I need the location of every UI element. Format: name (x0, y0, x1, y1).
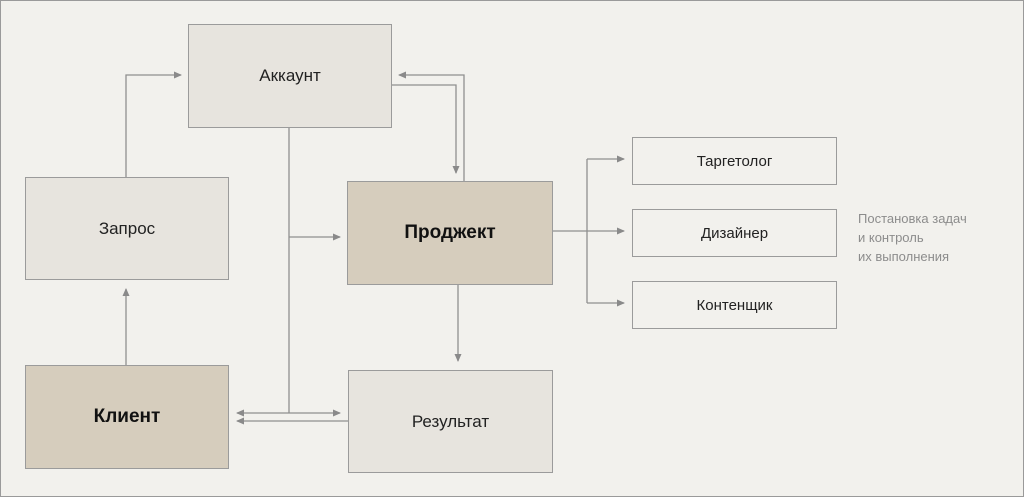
node-label: Дизайнер (700, 224, 769, 242)
note-line: Постановка задач (858, 211, 967, 226)
node-project: Проджект (347, 181, 553, 285)
node-request: Запрос (25, 177, 229, 280)
node-client: Клиент (25, 365, 229, 469)
node-label: Аккаунт (259, 66, 321, 85)
node-label: Результат (411, 411, 490, 431)
team-note: Постановка задач и контроль их выполнени… (858, 209, 967, 266)
arrow-request-to-account (125, 71, 182, 177)
node-targetologist: Таргетолог (632, 137, 837, 185)
node-label: Таргетолог (696, 152, 773, 170)
node-label: Запрос (98, 218, 156, 238)
node-result: Результат (348, 370, 553, 473)
node-label: Проджект (404, 222, 496, 243)
note-line: их выполнения (858, 249, 950, 264)
arrow-account-to-project (391, 84, 460, 174)
node-label: Клиент (93, 406, 161, 427)
note-line: и контроль (858, 230, 924, 245)
arrow-project-to-account (398, 71, 465, 181)
node-label: Контенщик (696, 296, 773, 314)
node-content-maker: Контенщик (632, 281, 837, 329)
node-designer: Дизайнер (632, 209, 837, 257)
node-account: Аккаунт (188, 24, 392, 128)
